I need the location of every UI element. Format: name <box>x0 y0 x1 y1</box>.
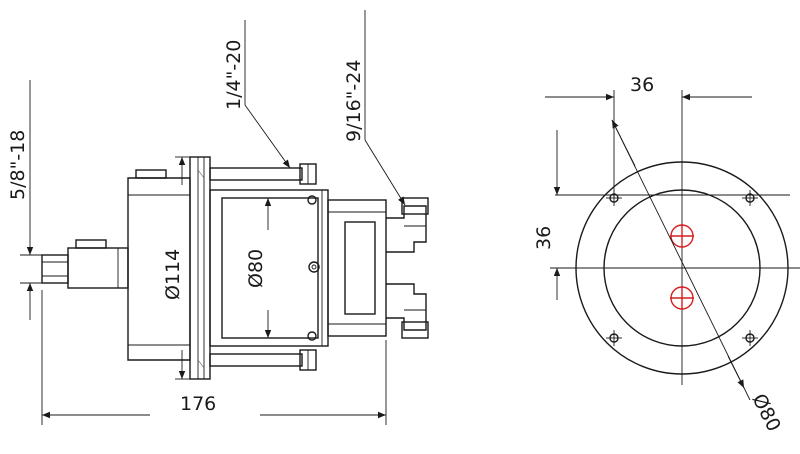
flange-diameter-label: Ø114 <box>162 249 184 300</box>
shaft <box>41 239 129 289</box>
body-diameter-dimension: Ø80 <box>245 198 272 338</box>
end-view: 36 36 Ø80 <box>533 74 800 435</box>
hydraulic-ports <box>670 224 694 310</box>
overall-length-label: 176 <box>180 393 216 415</box>
upper-port-fitting <box>386 197 429 253</box>
bolt-circle-diameter-label: Ø80 <box>748 390 785 435</box>
center-lines <box>555 90 800 385</box>
side-view: 5/8"-18 Ø114 <box>7 10 429 425</box>
port-thread-label: 9/16"-24 <box>343 60 365 142</box>
port-thread-leader: 9/16"-24 <box>343 10 406 206</box>
overall-length-dimension: 176 <box>41 290 387 425</box>
horizontal-spacing-dimension: 36 <box>545 74 752 198</box>
vertical-spacing-dimension: 36 <box>533 130 600 300</box>
shaft-thread-label: 5/8"-18 <box>7 130 29 200</box>
bolt-holes <box>606 190 758 346</box>
body-diameter-label: Ø80 <box>245 249 267 288</box>
valve-block <box>327 199 387 337</box>
tie-rods <box>209 163 317 371</box>
bolt-thread-leader: 1/4"-20 <box>223 20 291 169</box>
bolt-thread-label: 1/4"-20 <box>223 40 245 110</box>
vertical-spacing-label: 36 <box>533 226 555 250</box>
shaft-thread-dimension: 5/8"-18 <box>7 80 42 320</box>
flange-diameter-dimension: Ø114 <box>162 156 190 380</box>
horizontal-spacing-label: 36 <box>630 74 654 96</box>
main-body <box>209 189 329 347</box>
inner-body-circle <box>603 189 761 347</box>
lower-port-fitting <box>386 283 429 339</box>
flange-plate <box>189 156 211 380</box>
